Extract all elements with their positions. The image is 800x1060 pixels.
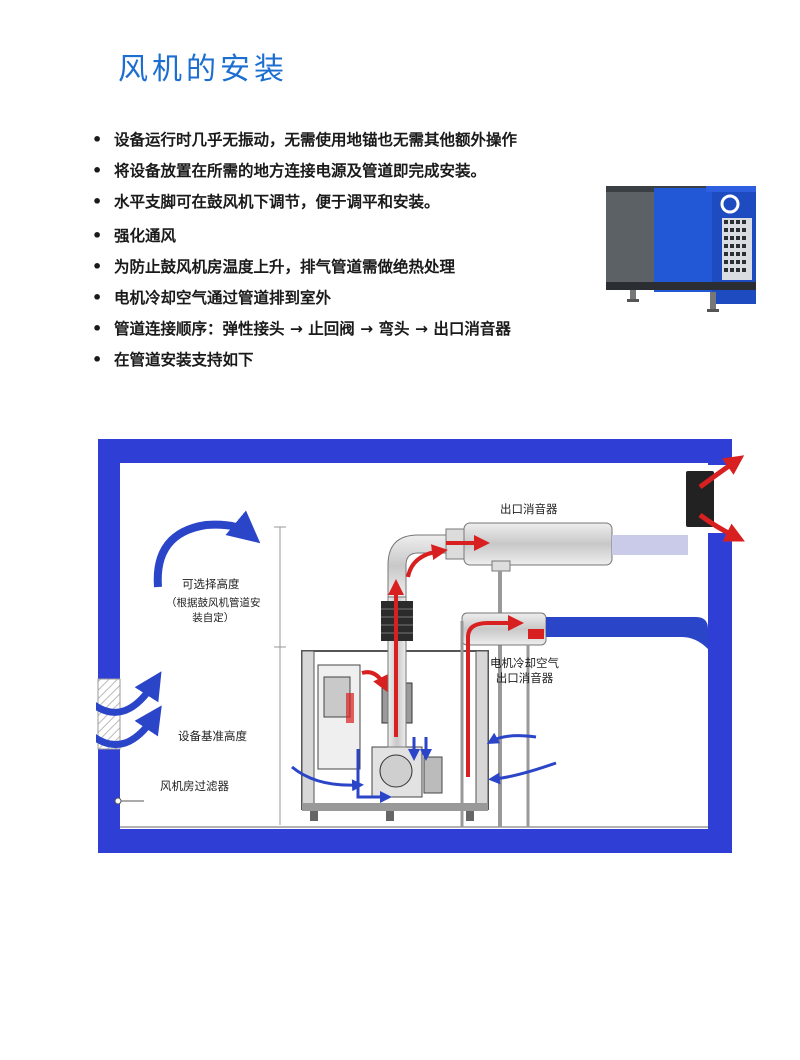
installation-diagram	[96, 439, 745, 853]
room-filter-label: 风机房过滤器	[160, 779, 229, 793]
list-item: 为防止鼓风机房温度上升，排气管道需做绝热处理	[92, 255, 517, 286]
list-item: 在管道安装支持如下	[92, 348, 517, 379]
base-height-label: 设备基准高度	[178, 729, 247, 743]
blower-product-image	[606, 186, 756, 312]
page-title: 风机的安装	[118, 52, 288, 87]
feature-list: 设备运行时几乎无振动，无需使用地锚也无需其他额外操作 将设备放置在所需的地方连接…	[92, 128, 517, 379]
list-item: 设备运行时几乎无振动，无需使用地锚也无需其他额外操作	[92, 128, 517, 159]
list-item: 管道连接顺序：弹性接头 → 止回阀 → 弯头 → 出口消音器	[92, 317, 517, 348]
optional-height-note-line1: （根据鼓风机管道安	[166, 597, 261, 609]
outlet-silencer-label: 出口消音器	[500, 502, 558, 516]
list-item: 将设备放置在所需的地方连接电源及管道即完成安装。	[92, 159, 517, 190]
optional-height-label: 可选择高度	[182, 577, 240, 591]
motor-cooling-label-line1: 电机冷却空气	[490, 656, 559, 670]
list-item: 水平支脚可在鼓风机下调节，便于调平和安装。	[92, 190, 517, 221]
optional-height-note: （根据鼓风机管道安 装自定）	[166, 596, 261, 626]
room-wall	[98, 439, 732, 853]
list-item: 强化通风	[92, 224, 517, 255]
optional-height-note-line2: 装自定）	[192, 612, 235, 624]
motor-cooling-label-line2: 出口消音器	[495, 671, 554, 685]
list-item: 电机冷却空气通过管道排到室外	[92, 286, 517, 317]
motor-cooling-label: 电机冷却空气 出口消音器	[490, 656, 559, 686]
